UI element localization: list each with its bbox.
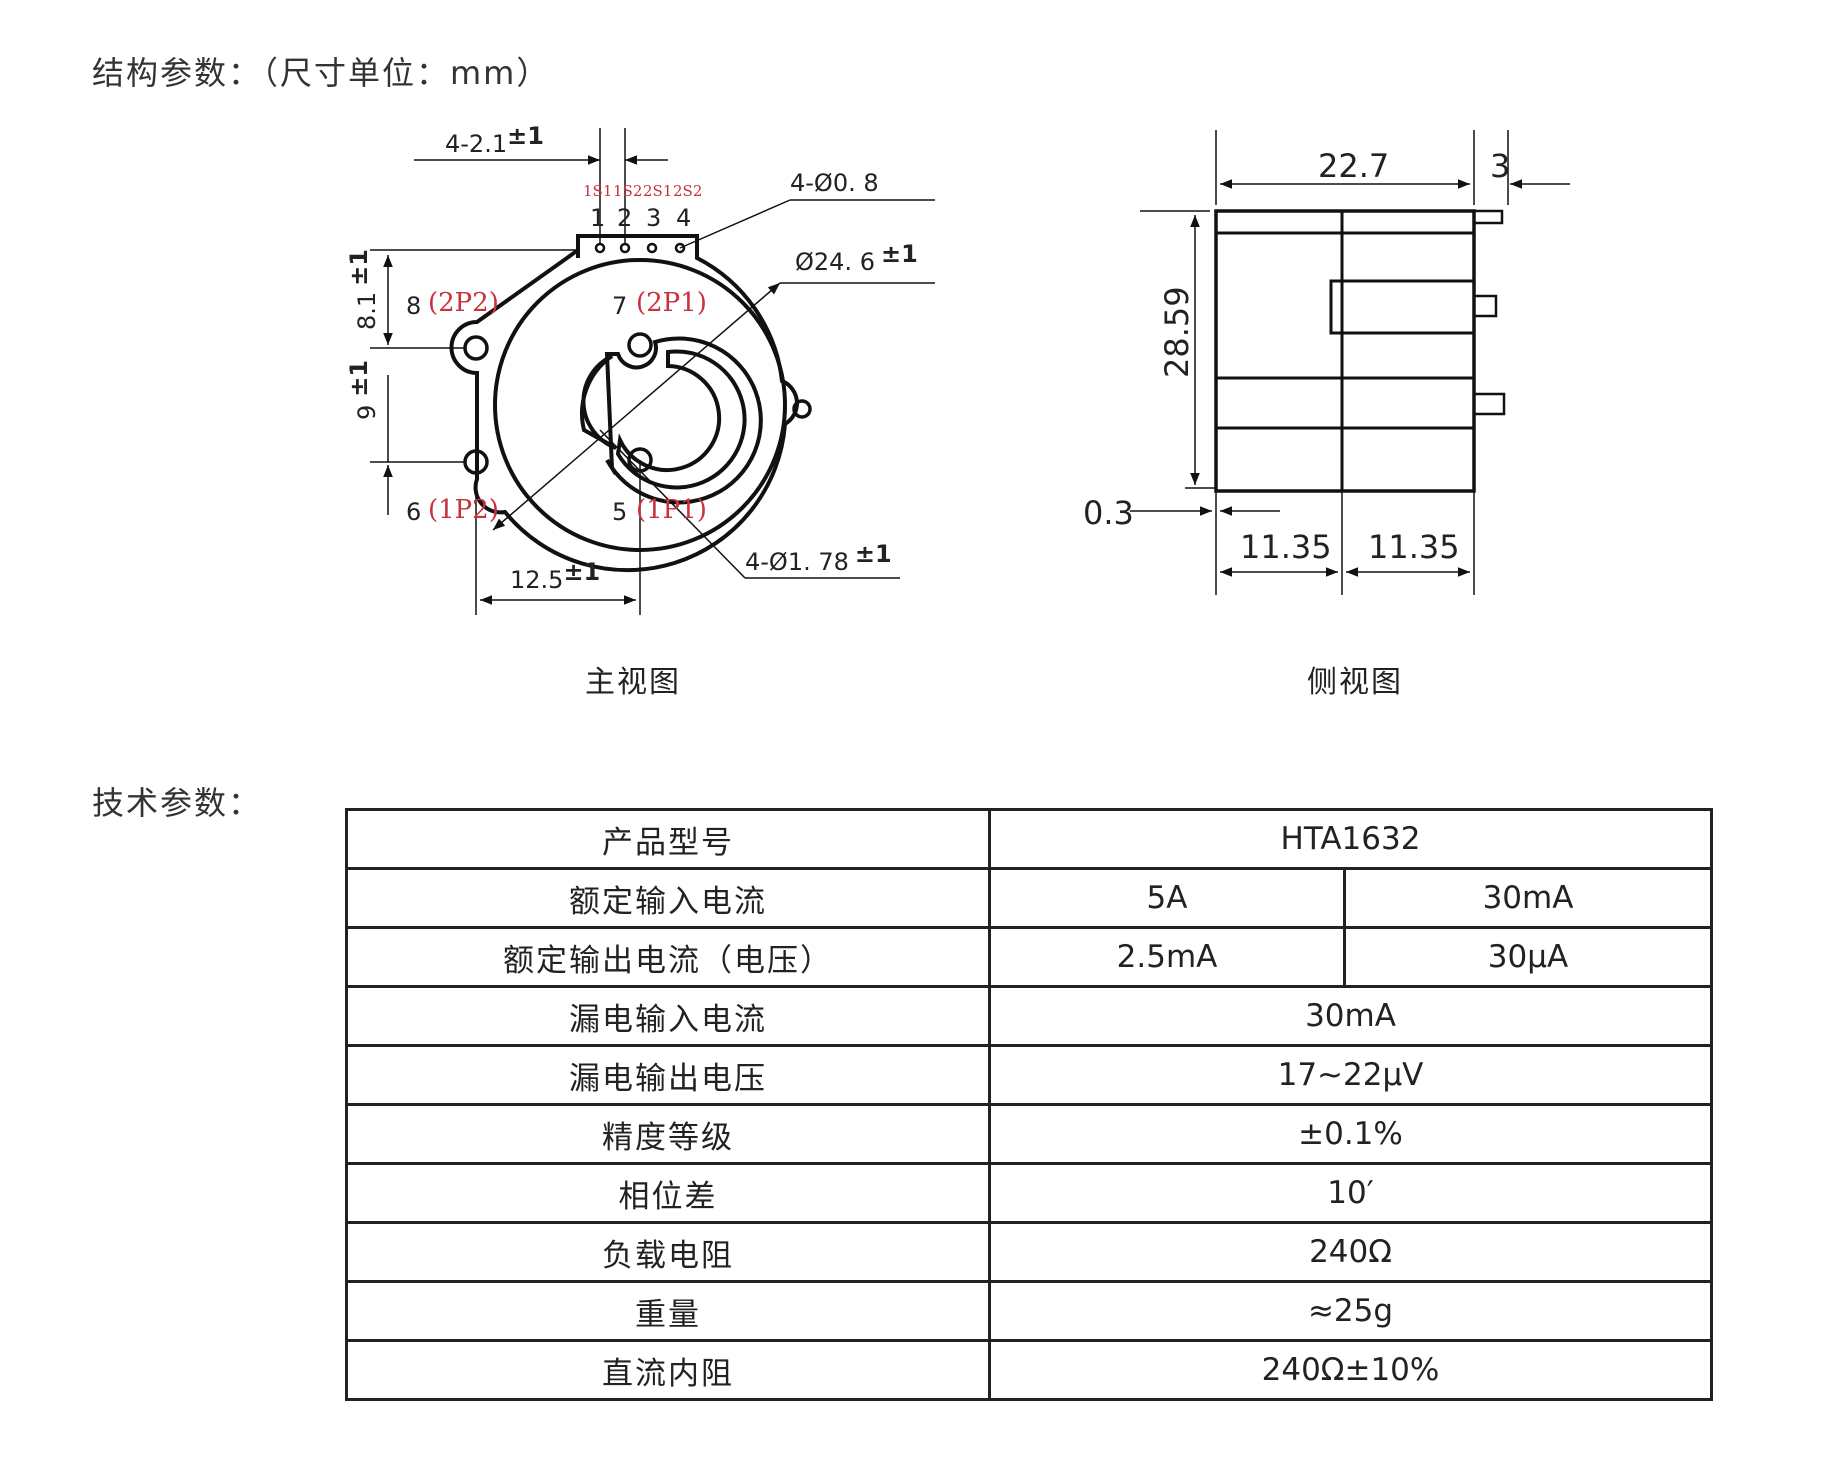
spec-value: 10′ xyxy=(988,1162,1713,1224)
mount-hole-right xyxy=(792,399,812,419)
pin8-number: 8 xyxy=(406,292,421,320)
pin7-number: 7 xyxy=(612,292,627,320)
spec-label: 额定输入电流 xyxy=(345,867,991,929)
terminal-hole-tol: ±1 xyxy=(855,540,892,568)
terminal-hole-8 xyxy=(463,335,489,361)
pin6-label: (1P2) xyxy=(428,495,499,525)
side-view xyxy=(1130,130,1570,595)
spec-label: 漏电输出电压 xyxy=(345,1044,991,1106)
pin-hole-2 xyxy=(619,242,631,254)
pin5-number: 5 xyxy=(612,498,627,526)
spec-value-a: 5A xyxy=(988,867,1346,929)
svg-text:Ø24. 6±1: Ø24. 6±1 xyxy=(795,240,918,276)
pin-hole-1 xyxy=(594,242,606,254)
spec-value: 30mA xyxy=(988,985,1713,1047)
table-row: 重量 ≈25g xyxy=(345,1280,1713,1342)
spec-value-a: 2.5mA xyxy=(988,926,1346,988)
pin-code-4: 2S2 xyxy=(673,182,702,200)
top-height-tol: ±1 xyxy=(345,249,373,286)
spec-label: 重量 xyxy=(345,1280,991,1342)
table-row: 负载电阻 240Ω xyxy=(345,1221,1713,1283)
spec-label: 产品型号 xyxy=(345,808,991,870)
outer-dia-dim: Ø24. 6 xyxy=(795,248,875,276)
spec-table: 产品型号 HTA1632 额定输入电流 5A 30mA 额定输出电流（电压） 2… xyxy=(345,808,1713,1401)
side-pin-top xyxy=(1472,209,1504,225)
side-half-right-dim: 11.35 xyxy=(1368,528,1460,566)
pin-tab xyxy=(576,234,699,258)
technical-drawings: 4-2.1±1 1S1 1S2 2S1 2S2 1 2 3 4 4-Ø0. 8 … xyxy=(345,122,1570,700)
side-pin-low xyxy=(1472,392,1506,416)
terminal-hole-7 xyxy=(627,332,653,358)
mid-height-dim: 9 xyxy=(353,405,381,420)
pin-hole-3 xyxy=(646,242,658,254)
spec-label: 负载电阻 xyxy=(345,1221,991,1283)
side-pin-length-dim: 3 xyxy=(1490,147,1510,185)
svg-text:4-Ø1. 78±1: 4-Ø1. 78±1 xyxy=(745,540,892,576)
spec-value: ≈25g xyxy=(988,1280,1713,1342)
spec-value: HTA1632 xyxy=(988,808,1713,870)
svg-text:8.1±1: 8.1±1 xyxy=(345,249,381,330)
side-width-dim: 22.7 xyxy=(1318,147,1389,185)
spec-label: 相位差 xyxy=(345,1162,991,1224)
table-row: 漏电输出电压 17~22μV xyxy=(345,1044,1713,1106)
top-height-dim: 8.1 xyxy=(353,292,381,330)
table-row: 漏电输入电流 30mA xyxy=(345,985,1713,1047)
side-tab xyxy=(1329,279,1476,335)
pin-number-2: 2 xyxy=(617,204,632,232)
pin5-label: (1P1) xyxy=(636,495,707,525)
pin-code-1: 1S1 xyxy=(583,182,612,200)
spec-value: ±0.1% xyxy=(988,1103,1713,1165)
side-view-caption: 侧视图 xyxy=(1307,665,1403,700)
spec-value-b: 30mA xyxy=(1343,867,1713,929)
spec-label: 直流内阻 xyxy=(345,1339,991,1401)
side-body xyxy=(1214,209,1476,493)
spec-value: 240Ω±10% xyxy=(988,1339,1713,1401)
spec-value: 240Ω xyxy=(988,1221,1713,1283)
pin6-number: 6 xyxy=(406,498,421,526)
svg-text:4-2.1±1: 4-2.1±1 xyxy=(445,122,544,158)
table-row: 额定输入电流 5A 30mA xyxy=(345,867,1713,929)
svg-text:9±1: 9 ±1 xyxy=(345,360,381,420)
spec-value-b: 30μA xyxy=(1343,926,1713,988)
pin7-label: (2P1) xyxy=(636,288,707,318)
pin8-label: (2P2) xyxy=(428,288,499,318)
table-row: 精度等级 ±0.1% xyxy=(345,1103,1713,1165)
table-row: 直流内阻 240Ω±10% xyxy=(345,1339,1713,1401)
bottom-width-tol: ±1 xyxy=(563,558,600,586)
pin-number-3: 3 xyxy=(646,204,661,232)
pin-code-2: 1S2 xyxy=(613,182,642,200)
outer-dia-tol: ±1 xyxy=(881,240,918,268)
structure-params-title: 结构参数：（尺寸单位：mm） xyxy=(92,54,551,92)
pin-number-4: 4 xyxy=(676,204,691,232)
tech-params-title: 技术参数： xyxy=(92,784,263,822)
bottom-width-dim: 12.5 xyxy=(510,566,563,594)
front-view xyxy=(370,128,935,615)
spec-label: 额定输出电流（电压） xyxy=(345,926,991,988)
mid-height-tol: ±1 xyxy=(345,360,373,397)
side-height-dim: 28.59 xyxy=(1158,286,1196,378)
spec-label: 精度等级 xyxy=(345,1103,991,1165)
core-shape xyxy=(604,336,763,505)
side-pin-mid xyxy=(1472,294,1498,318)
table-row: 产品型号 HTA1632 xyxy=(345,808,1713,870)
pin-code-3: 2S1 xyxy=(643,182,672,200)
table-row: 额定输出电流（电压） 2.5mA 30μA xyxy=(345,926,1713,988)
pin-spacing-tol: ±1 xyxy=(507,122,544,150)
pin-spacing-dim: 4-2.1 xyxy=(445,130,507,158)
pin-hole-dim: 4-Ø0. 8 xyxy=(790,169,879,197)
side-half-left-dim: 11.35 xyxy=(1240,528,1332,566)
svg-text:12.5±1: 12.5±1 xyxy=(510,558,600,594)
spec-label: 漏电输入电流 xyxy=(345,985,991,1047)
table-row: 相位差 10′ xyxy=(345,1162,1713,1224)
pin-hole-4 xyxy=(674,242,686,254)
front-view-caption: 主视图 xyxy=(585,665,681,700)
terminal-hole-dim: 4-Ø1. 78 xyxy=(745,548,849,576)
pin-number-1: 1 xyxy=(590,204,605,232)
spec-value: 17~22μV xyxy=(988,1044,1713,1106)
side-offset-dim: 0.3 xyxy=(1083,494,1134,532)
